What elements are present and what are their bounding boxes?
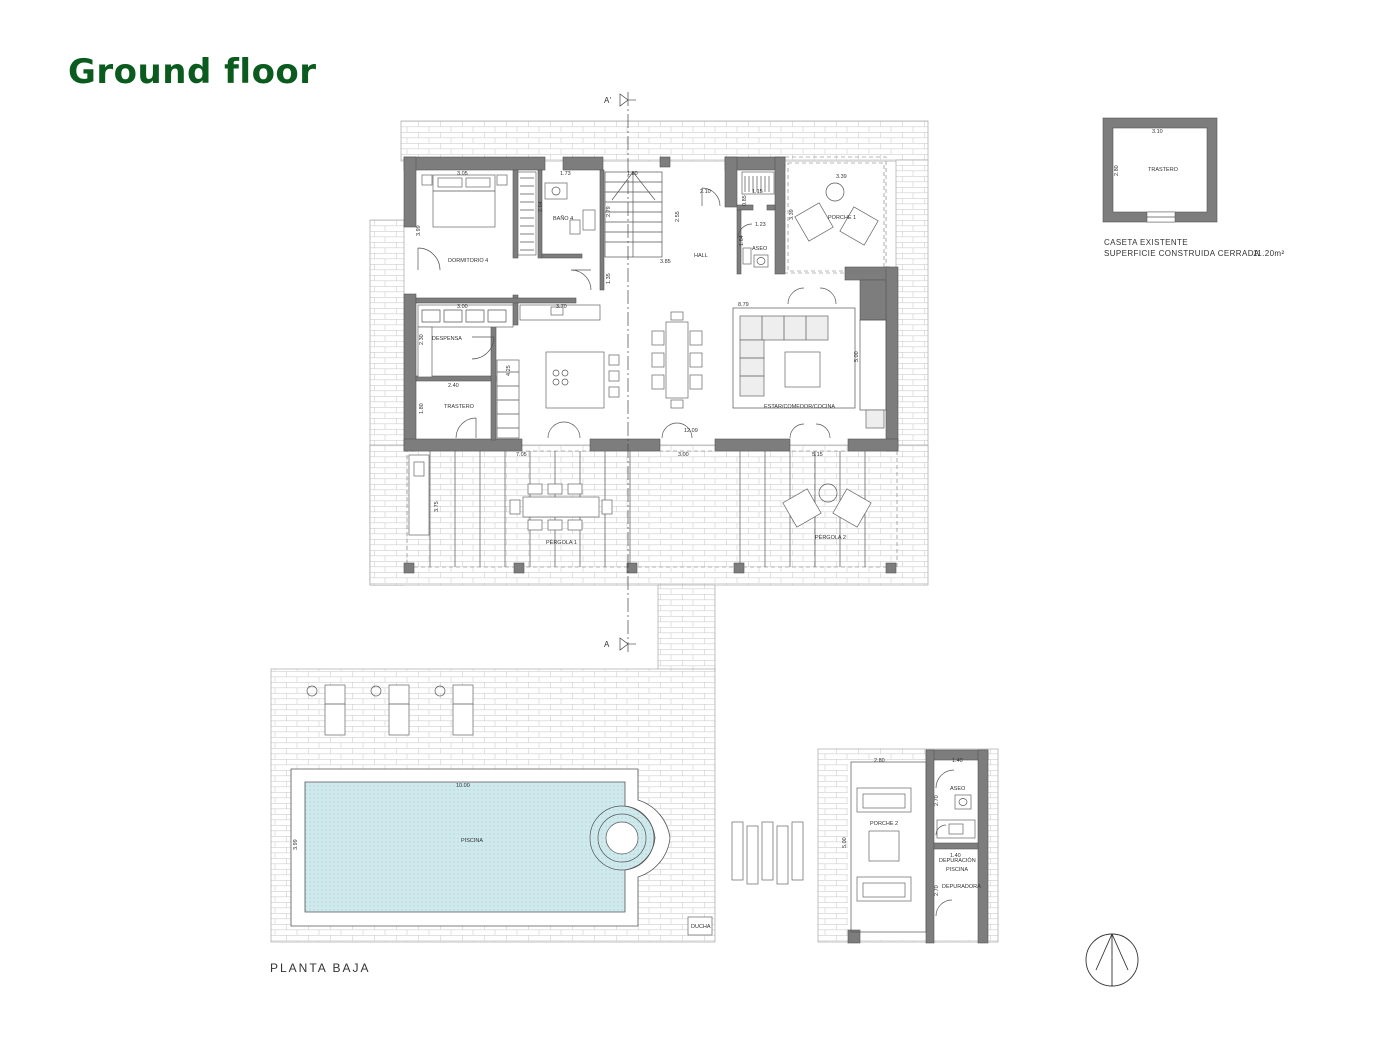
pool-house — [847, 749, 989, 944]
kitchen — [519, 304, 620, 409]
label-depuradora: DEPURADORA — [942, 884, 981, 890]
dim: 5.00 — [842, 837, 848, 848]
dim: 1.35 — [606, 273, 612, 284]
dim: 1.64 — [739, 235, 745, 246]
label-ducha: DUCHA — [691, 924, 711, 930]
plan-name: PLANTA BAJA — [270, 961, 370, 975]
label-estar: ESTAR/COMEDOR/COCINA — [764, 404, 835, 410]
dim: 1.23 — [755, 222, 766, 228]
dim: 3.00 — [457, 304, 468, 310]
label-porche2: PORCHE 2 — [870, 821, 898, 827]
dim: 10.00 — [456, 783, 470, 789]
main-house — [403, 156, 899, 452]
dim: 3.00 — [678, 452, 689, 458]
north-arrow-icon — [1085, 933, 1139, 987]
caseta-line1: CASETA EXISTENTE — [1104, 238, 1188, 247]
dim: 1.40 — [950, 853, 961, 859]
dim: 3.05 — [457, 171, 468, 177]
label-depuracion-2: PISCINA — [946, 867, 968, 873]
dining-table — [651, 311, 703, 409]
dim: 4.25 — [506, 365, 512, 376]
dim: 2.30 — [419, 334, 425, 345]
stepping-stones — [731, 821, 804, 885]
dim: 0.85 — [742, 195, 748, 206]
label-porche1: PORCHE 1 — [828, 215, 856, 221]
pool-area — [290, 684, 713, 936]
dim: 2.10 — [700, 189, 711, 195]
label-bano: BAÑO 4 — [553, 215, 573, 222]
dim: 3.70 — [556, 304, 567, 310]
label-dormitorio: DORMITORIO 4 — [448, 258, 488, 264]
dim: 1.15 — [752, 189, 763, 195]
doors — [417, 187, 837, 439]
dim: 2.80 — [874, 758, 885, 764]
living-sofa — [732, 307, 856, 409]
dim: 3.39 — [836, 174, 847, 180]
label-depuracion-1: DEPURACIÓN — [939, 857, 976, 864]
label-piscina: PISCINA — [461, 838, 483, 844]
dim: 5.00 — [854, 351, 860, 362]
section-mark-upper: A' — [604, 96, 612, 105]
caseta-area: 11.20m² — [1253, 249, 1285, 258]
dim: 3.99 — [293, 839, 299, 850]
dim: 5.15 — [812, 452, 823, 458]
dim: 2.79 — [606, 206, 612, 217]
dim: 2.80 — [1114, 165, 1120, 176]
porch-furniture — [794, 182, 879, 246]
caseta-existente — [1102, 117, 1218, 223]
dim: 3.75 — [434, 501, 440, 512]
dim: 3.10 — [1152, 129, 1163, 135]
dim: 3.99 — [416, 225, 422, 236]
dim: 8.79 — [738, 302, 749, 308]
dim: 1.73 — [560, 171, 571, 177]
dim: 2.70 — [934, 795, 940, 806]
dim: 1.80 — [419, 403, 425, 414]
label-aseo2: ASEO — [950, 786, 966, 792]
staircase — [604, 171, 663, 258]
dim: 12.09 — [684, 428, 698, 434]
section-line — [619, 92, 636, 652]
bed — [421, 174, 508, 228]
dimensions: 3.05 1.73 1.80 2.10 1.15 3.39 2.64 2.79 … — [293, 129, 1163, 896]
dim: 7.05 — [516, 452, 527, 458]
dim: 2.70 — [934, 885, 940, 896]
label-hall: HALL — [694, 253, 708, 259]
pergolas — [403, 450, 898, 574]
dim: 3.85 — [660, 259, 671, 265]
label-pergola1: PÉRGOLA 1 — [546, 539, 577, 546]
caseta-line2: SUPERFICIE CONSTRUIDA CERRADA — [1104, 249, 1260, 258]
page-title: Ground floor — [68, 52, 317, 92]
label-aseo: ASEO — [752, 246, 768, 252]
dim: 2.40 — [448, 383, 459, 389]
room-labels: DORMITORIO 4 BAÑO 4 HALL ASEO PORCHE 1 D… — [432, 167, 1179, 930]
dim: 3.39 — [789, 209, 795, 220]
dim: 2.64 — [538, 201, 544, 212]
label-trastero-caseta: TRASTERO — [1148, 167, 1179, 173]
dim: 1.40 — [952, 758, 963, 764]
dim: 1.80 — [627, 171, 638, 177]
label-despensa: DESPENSA — [432, 336, 462, 342]
label-trastero: TRASTERO — [444, 404, 475, 410]
section-mark-lower: A — [604, 640, 610, 649]
label-pergola2: PÉRGOLA 2 — [815, 534, 846, 541]
dim: 2.55 — [675, 211, 681, 222]
